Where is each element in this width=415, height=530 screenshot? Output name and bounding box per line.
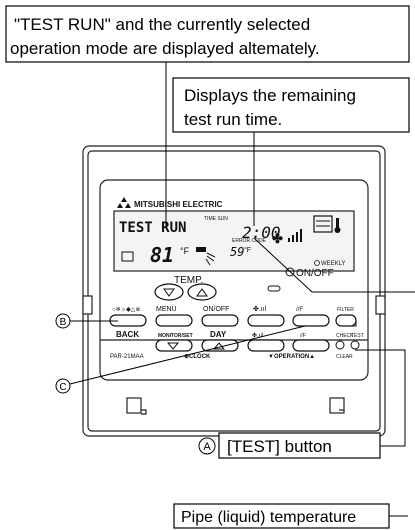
back-label: BACK (116, 330, 139, 339)
svg-text:C: C (59, 382, 66, 393)
louver-label-2: //F (300, 333, 306, 339)
test-button-callout: A [TEST] button (198, 432, 381, 459)
clock-label: ⊕CLOCK (184, 354, 211, 360)
marker-b: B (55, 313, 71, 329)
temp-label: TEMP. (174, 275, 203, 286)
operation-label: ▼OPERATION▲ (268, 354, 315, 360)
lcd-weekly: WEEKLY (321, 261, 346, 267)
lcd-error-code: ERROR CODE (232, 238, 267, 244)
clock-icon (314, 260, 320, 266)
on-off-small-label: ON/OFF (203, 306, 229, 313)
test-button-label: [TEST] button (227, 437, 332, 456)
lcd-time-value: 2:00 (242, 223, 281, 242)
timer-on-off-button[interactable] (201, 314, 239, 327)
temp-down-button[interactable] (154, 283, 184, 301)
lcd-test-run: TEST RUN (119, 220, 186, 236)
louver-button[interactable] (292, 314, 330, 327)
test-label: TEST (351, 333, 364, 339)
mode-label: ○❄☼◆△※ (112, 306, 140, 313)
day-button[interactable] (201, 339, 239, 352)
lcd-pipe-value: 59 (230, 245, 244, 259)
fan-label-2: ✤.ııl (252, 332, 263, 339)
temp-controls: TEMP. (154, 275, 217, 301)
top-callout-line1: "TEST RUN" and the currently selected (14, 15, 310, 34)
test-button[interactable] (350, 340, 360, 350)
fan-speed-button[interactable] (247, 314, 285, 327)
filter-button[interactable] (335, 314, 357, 327)
check-button[interactable] (335, 340, 345, 350)
top-callout: "TEST RUN" and the currently selected op… (5, 5, 410, 63)
on-off-button[interactable]: ON/OFF (267, 267, 334, 292)
menu-label: MENU (156, 306, 177, 313)
top-callout-line2: operation mode are displayed altemately. (10, 39, 320, 58)
lcd-display: TEST RUN TIME SUN 2:00 ERROR CODE 81 °F … (113, 210, 355, 272)
monitor-label: MONITOR/SET (158, 333, 193, 339)
pipe-temp-callout: Pipe (liquid) temperature (173, 503, 390, 529)
temp-up-button[interactable] (187, 283, 217, 301)
lcd-setpoint: 81 (150, 243, 174, 267)
enter-arrow-icon (348, 321, 357, 327)
marker-a: A (203, 441, 211, 453)
menu-button[interactable] (155, 314, 193, 327)
lcd-time-sun: TIME SUN (204, 216, 228, 222)
time-callout: Displays the remaining test run time. (172, 77, 410, 133)
brand-logo: MITSUBISHI ELECTRIC (117, 197, 223, 209)
second-label-row: BACK MONITOR/SET DAY ✤.ııl //F CHECK TES… (116, 330, 364, 339)
svg-text:✤: ✤ (272, 231, 283, 246)
lcd-pipe-unit: °F (244, 246, 251, 254)
clear-label: CLEAR (336, 354, 353, 360)
fan-speed-icon: ✤ (272, 229, 302, 246)
operation-lamp (267, 285, 281, 292)
operation-down-button[interactable] (247, 339, 285, 352)
louver-icon (196, 247, 216, 266)
thermometer-icon (313, 215, 341, 233)
operation-up-button[interactable] (292, 339, 330, 352)
louver-label: //F (296, 307, 303, 313)
monitor-set-button[interactable] (155, 339, 193, 352)
filter-icon (121, 251, 134, 262)
filter-label: FILTER (337, 307, 354, 313)
clock-up-icon (212, 342, 226, 350)
lcd-unit-f: °F (180, 246, 190, 256)
time-callout-line2: test run time. (184, 110, 282, 129)
clock-down-icon (166, 342, 180, 350)
check-label: CHECK (336, 333, 354, 339)
on-off-label: ON/OFF (296, 268, 334, 279)
day-label: DAY (210, 330, 227, 339)
model-label: PAR-21MAA (110, 354, 144, 360)
time-callout-line1: Displays the remaining (184, 86, 356, 105)
pipe-temp-label: Pipe (liquid) temperature (181, 509, 356, 526)
svg-text:B: B (60, 317, 67, 328)
fan-label: ✤.ııl (253, 305, 267, 313)
button-label-row: ○❄☼◆△※ MENU ON/OFF ✤.ııl //F FILTER (112, 305, 354, 313)
leader-lines (69, 62, 415, 517)
marker-c: C (55, 378, 71, 394)
brand-name: MITSUBISHI ELECTRIC (134, 200, 223, 209)
remote-controller (82, 145, 386, 437)
